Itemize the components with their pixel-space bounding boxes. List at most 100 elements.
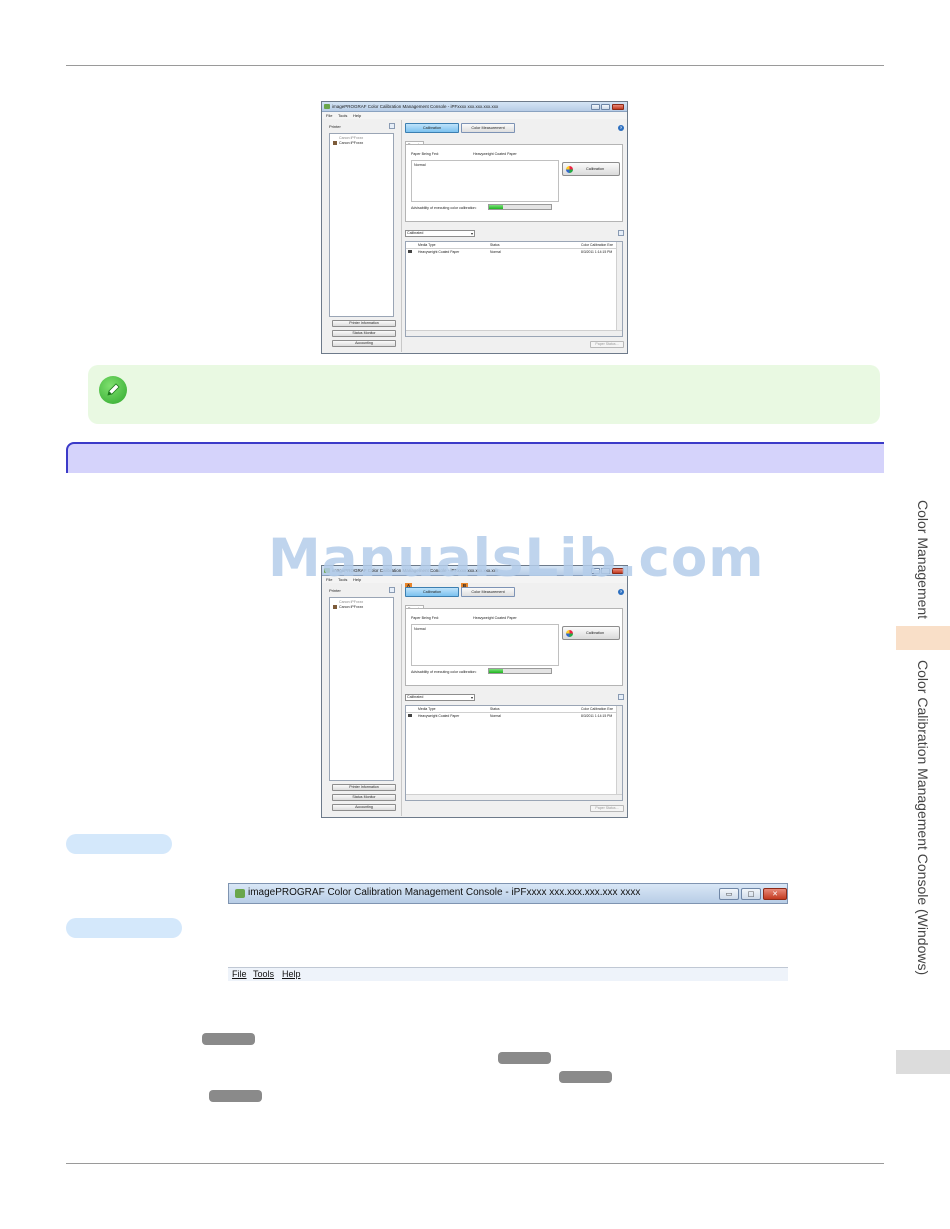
note-box (88, 365, 880, 424)
main-pane: A B Calibration Color Measurement ? Exec… (401, 583, 627, 816)
calibration-list[interactable]: Media Type Status Color Calibration Exe … (405, 705, 623, 801)
row-media[interactable]: Heavyweight Coated Paper (418, 250, 460, 254)
tab-calibration[interactable]: Calibration (405, 123, 459, 133)
printer-information-button[interactable]: Printer Information (332, 784, 396, 791)
minimize-button[interactable]: ▭ (719, 888, 739, 900)
close-button[interactable]: ✕ (763, 888, 787, 900)
tree-group[interactable]: Canon iPFxxxx (339, 600, 364, 604)
side-tab-grey[interactable] (896, 1050, 950, 1074)
menu-file[interactable]: File (232, 969, 247, 979)
maximize-button[interactable]: □ (741, 888, 761, 900)
tree-printer[interactable]: Canon iPFxxxx (339, 604, 364, 609)
minimize-button[interactable] (591, 103, 600, 110)
chevron-down-icon: ▾ (470, 695, 473, 700)
menu-help[interactable]: Help (353, 113, 362, 118)
tree-group[interactable]: Canon iPFxxxx (339, 136, 364, 140)
maximize-button[interactable] (601, 567, 610, 574)
chevron-down-icon: ▾ (470, 231, 473, 236)
menu-file[interactable]: File (326, 577, 333, 582)
menu-help[interactable]: Help (353, 577, 362, 582)
list-refresh-icon[interactable] (618, 694, 624, 700)
execute-panel: Paper Being Fed: Heavyweight Coated Pape… (405, 608, 623, 686)
callout-marker-b: B (461, 583, 468, 589)
printers-label: Printer (329, 124, 341, 129)
col-media-type[interactable]: Media Type (418, 707, 436, 711)
close-button[interactable] (612, 567, 624, 574)
app-window-screenshot-2: imagePROGRAF Color Calibration Managemen… (321, 565, 628, 818)
advisability-label: Advisability of executing color calibrat… (411, 670, 477, 674)
printer-icon (333, 604, 337, 609)
reference-pill[interactable] (209, 1090, 262, 1102)
tab-calibration[interactable]: Calibration (405, 587, 459, 597)
calibration-button[interactable]: Calibration (562, 626, 620, 640)
close-button[interactable] (612, 103, 624, 110)
filter-dropdown[interactable]: Calibrated ▾ (405, 230, 475, 237)
menu-file[interactable]: File (326, 113, 333, 118)
advisability-progress (488, 668, 552, 674)
titlebar-title: imagePROGRAF Color Calibration Managemen… (248, 887, 641, 898)
accounting-button[interactable]: Accounting (332, 340, 396, 347)
status-monitor-button[interactable]: Status Monitor (332, 794, 396, 801)
reference-pill[interactable] (498, 1052, 551, 1064)
calibration-icon (566, 166, 573, 173)
calibration-icon (566, 630, 573, 637)
app-icon (235, 889, 245, 898)
row-status[interactable]: Normal (490, 714, 501, 718)
menu-help[interactable]: Help (282, 969, 301, 979)
paper-status-button[interactable]: Paper Status... (590, 805, 624, 812)
help-icon[interactable]: ? (618, 125, 624, 131)
horizontal-scrollbar[interactable] (406, 794, 622, 800)
printer-tree[interactable]: Canon iPFxxxx Canon iPFxxxx (329, 597, 394, 781)
row-date[interactable]: 8/3/2011 1:14:15 PM (581, 714, 613, 718)
filter-value: Calibrated (407, 695, 424, 699)
accounting-button[interactable]: Accounting (332, 804, 396, 811)
menu-tools[interactable]: Tools (338, 113, 348, 118)
tab-color-measurement[interactable]: Color Measurement (461, 587, 515, 597)
row-date[interactable]: 8/3/2011 1:14:15 PM (581, 250, 613, 254)
menu-tools[interactable]: Tools (253, 969, 275, 979)
reference-pill[interactable] (559, 1071, 612, 1083)
paper-status-button[interactable]: Paper Status... (590, 341, 624, 348)
paper-being-fed-value: Heavyweight Coated Paper (473, 616, 517, 620)
col-calibration-date[interactable]: Color Calibration Exe (581, 243, 614, 247)
reference-pill[interactable] (202, 1033, 255, 1045)
printer-pane: Printer Canon iPFxxxx Canon iPFxxxx Prin… (325, 585, 398, 816)
row-media[interactable]: Heavyweight Coated Paper (418, 714, 460, 718)
col-calibration-date[interactable]: Color Calibration Exe (581, 707, 614, 711)
app-icon (324, 568, 330, 573)
filter-dropdown[interactable]: Calibrated ▾ (405, 694, 475, 701)
tree-printer[interactable]: Canon iPFxxxx (339, 140, 364, 145)
horizontal-scrollbar[interactable] (406, 330, 622, 336)
calibration-list[interactable]: Media Type Status Color Calibration Exe … (405, 241, 623, 337)
refresh-icon[interactable] (389, 123, 395, 129)
vertical-scrollbar[interactable] (616, 706, 622, 800)
list-header (406, 242, 622, 249)
calibration-button-label: Calibration (586, 631, 605, 635)
col-status[interactable]: Status (490, 707, 500, 711)
paper-being-fed-label: Paper Being Fed: (411, 616, 439, 620)
help-icon[interactable]: ? (618, 589, 624, 595)
col-status[interactable]: Status (490, 243, 500, 247)
printer-tree[interactable]: Canon iPFxxxx Canon iPFxxxx (329, 133, 394, 317)
list-refresh-icon[interactable] (618, 230, 624, 236)
refresh-icon[interactable] (389, 587, 395, 593)
minimize-button[interactable] (591, 567, 600, 574)
paper-icon (408, 250, 412, 253)
printer-information-button[interactable]: Printer Information (332, 320, 396, 327)
calibration-button[interactable]: Calibration (562, 162, 620, 176)
tab-color-measurement[interactable]: Color Measurement (461, 123, 515, 133)
menu-tools[interactable]: Tools (338, 577, 348, 582)
list-header (406, 706, 622, 713)
vertical-scrollbar[interactable] (616, 242, 622, 336)
status-monitor-button[interactable]: Status Monitor (332, 330, 396, 337)
paper-icon (408, 714, 412, 717)
side-tab-active[interactable] (896, 626, 950, 650)
app-window-screenshot-1: imagePROGRAF Color Calibration Managemen… (321, 101, 628, 354)
callout-label-a (66, 834, 172, 854)
row-status[interactable]: Normal (490, 250, 501, 254)
col-media-type[interactable]: Media Type (418, 243, 436, 247)
printers-label: Printer (329, 588, 341, 593)
maximize-button[interactable] (601, 103, 610, 110)
printer-icon (333, 140, 337, 145)
paper-being-fed-value: Heavyweight Coated Paper (473, 152, 517, 156)
